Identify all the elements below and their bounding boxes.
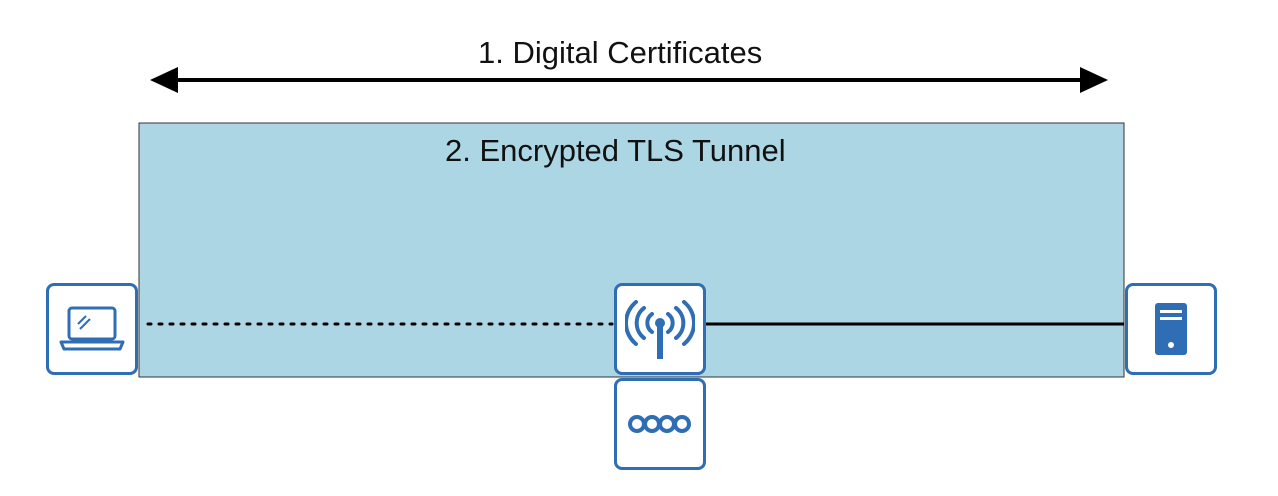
wireless-access-point-icon: [625, 300, 695, 359]
digital-certificates-label: 1. Digital Certificates: [478, 35, 763, 70]
wlc-icon: [628, 415, 691, 433]
arrow-head-left: [150, 67, 178, 93]
encrypted-tls-tunnel-label: 2. Encrypted TLS Tunnel: [445, 133, 786, 168]
access-point-node[interactable]: [614, 283, 706, 375]
server-node[interactable]: [1125, 283, 1217, 375]
arrow-head-right: [1080, 67, 1108, 93]
laptop-icon: [59, 306, 125, 351]
certificate-arrow: [150, 67, 1108, 93]
wireless-lan-controller-node[interactable]: [614, 378, 706, 470]
server-icon: [1155, 303, 1187, 355]
laptop-node[interactable]: [46, 283, 138, 375]
